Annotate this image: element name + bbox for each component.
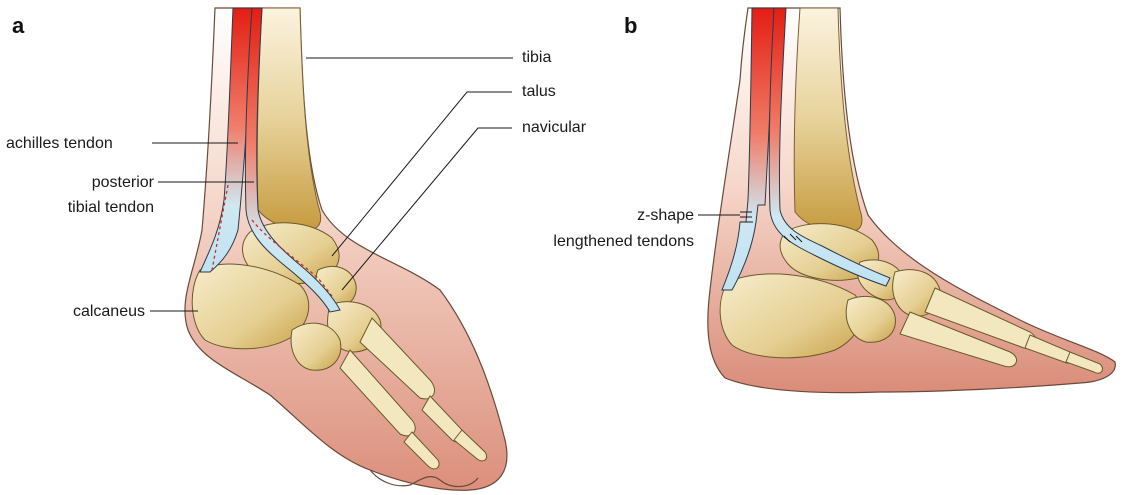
- zshape-label-line1: z-shape: [637, 207, 694, 224]
- navicular-label: navicular: [522, 119, 587, 136]
- posterior-label-line1: posterior: [92, 174, 155, 191]
- calcaneus-label: calcaneus: [73, 303, 145, 320]
- achilles-label: achilles tendon: [6, 135, 113, 152]
- phalanx-3-a: [403, 431, 440, 470]
- cuboid-bone-a: [290, 322, 342, 371]
- phalanx-2-a: [453, 429, 488, 462]
- cuboid-bone-b: [845, 296, 896, 343]
- zshape-label-line2: lengthened tendons: [553, 233, 694, 250]
- metatarsal-2-b: [899, 311, 1018, 368]
- panel-letter-b: b: [624, 13, 637, 38]
- talus-leader: [331, 91, 512, 257]
- phalanx-2-b: [1065, 351, 1103, 374]
- panel-b: b z-shape lengthened tendons: [553, 7, 1116, 394]
- tibia-bone-a: [256, 7, 322, 231]
- panel-letter-a: a: [12, 13, 25, 38]
- tendon-marker-dashed-2-a: [251, 219, 333, 297]
- navicular-leader: [341, 127, 512, 291]
- calcaneus-bone-b: [719, 273, 863, 359]
- toes-a: [369, 469, 479, 488]
- posterior-tibial-tendon-a: [244, 7, 341, 313]
- posterior-label-line2: tibial tendon: [68, 199, 154, 216]
- calcaneus-bone-a: [191, 263, 310, 350]
- tibia-bone-b: [793, 7, 863, 233]
- talus-label: talus: [522, 83, 556, 100]
- suture-marks-achilles-b: [740, 211, 753, 223]
- panel-a: a tibia talus navicular achilles tendon …: [6, 7, 587, 491]
- suture-marks-posterior-b: [783, 233, 803, 243]
- tendon-marker-dashed-a: [211, 184, 229, 271]
- metatarsal-1-a: [359, 317, 435, 400]
- tibia-label: tibia: [522, 49, 551, 66]
- posterior-tibial-tendon-b: [768, 7, 891, 287]
